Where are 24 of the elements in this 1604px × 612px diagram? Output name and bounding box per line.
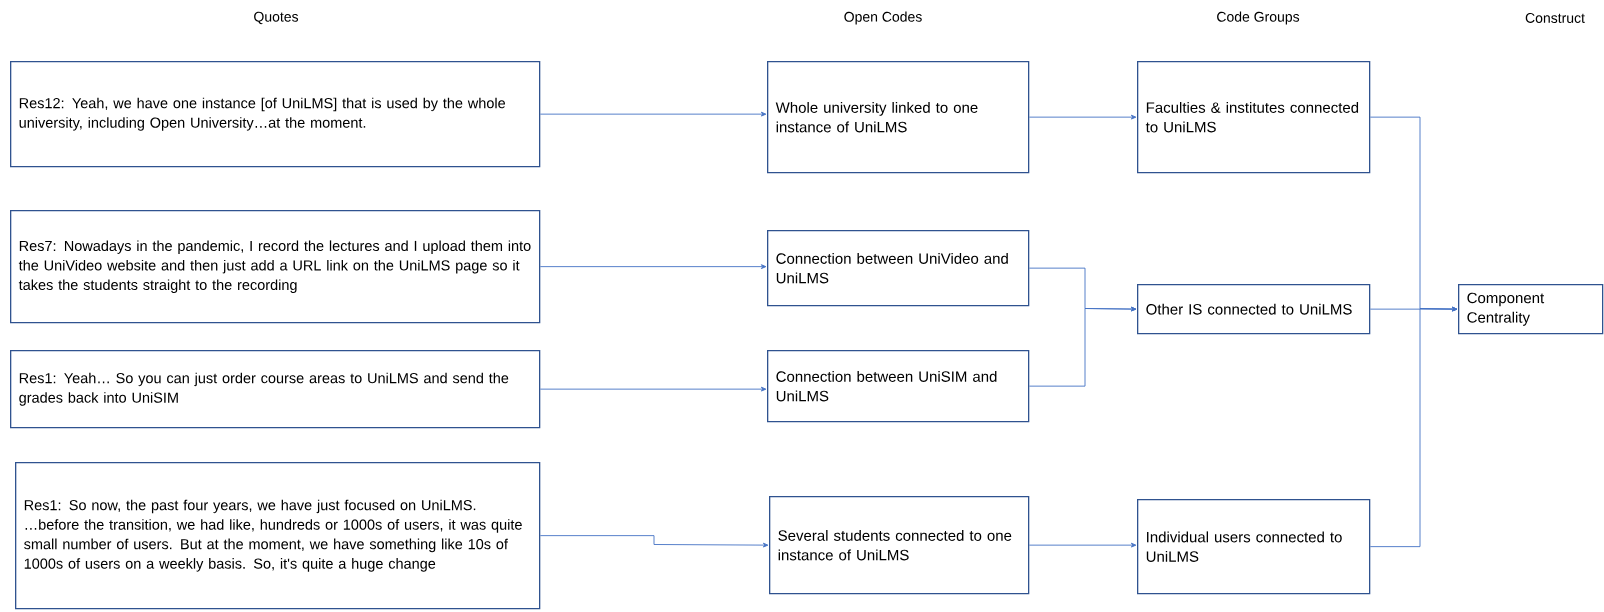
code-box: Connection between UniSIM and UniLMS bbox=[767, 350, 1030, 423]
arrow bbox=[1369, 306, 1458, 548]
quote-box: Res1: Yeah… So you can just order course areas to UniLMS and send the grades back into UniSIM bbox=[10, 350, 541, 429]
column-heading: Open Codes bbox=[844, 11, 922, 25]
arrow bbox=[539, 264, 767, 270]
code-box: Individual users connected to UniLMS bbox=[1137, 499, 1371, 595]
arrow bbox=[539, 111, 767, 117]
quote-box: Res7: Nowadays in the pandemic, I record the lectures and I upload them into the UniVideo website and then just add a URL link on the UniLMS page so it takes the students straight to the recording bbox=[10, 210, 541, 324]
arrow bbox=[539, 386, 767, 392]
arrow bbox=[1028, 306, 1137, 387]
arrow bbox=[539, 535, 769, 548]
code-box: Faculties & institutes connected to UniLMS bbox=[1137, 61, 1371, 174]
code-box: Other IS connected to UniLMS bbox=[1137, 284, 1371, 335]
column-heading: Code Groups bbox=[1217, 11, 1300, 25]
quote-box: Res1: So now, the past four years, we have just focused on UniLMS. …before the transition, we had like, hundreds or 1000s of users, it was quite small number of users. But at the moment, we have something like 10s of 1000s of users on a weekly basis. So, it's quite a huge change bbox=[15, 462, 541, 610]
column-heading: Construct bbox=[1525, 13, 1585, 23]
arrow bbox=[1028, 114, 1137, 120]
code-box: Several students connected to one instance of UniLMS bbox=[769, 496, 1030, 595]
column-heading: Quotes bbox=[254, 11, 299, 25]
code-box: Connection between UniVideo and UniLMS bbox=[767, 230, 1030, 307]
quote-box: Res12: Yeah, we have one instance [of UniLMS] that is used by the whole university, including Open University…at the moment. bbox=[10, 61, 541, 168]
arrow bbox=[1028, 542, 1137, 548]
code-box: Whole university linked to one instance of UniLMS bbox=[767, 61, 1030, 174]
code-box: Component Centrality bbox=[1458, 284, 1604, 335]
